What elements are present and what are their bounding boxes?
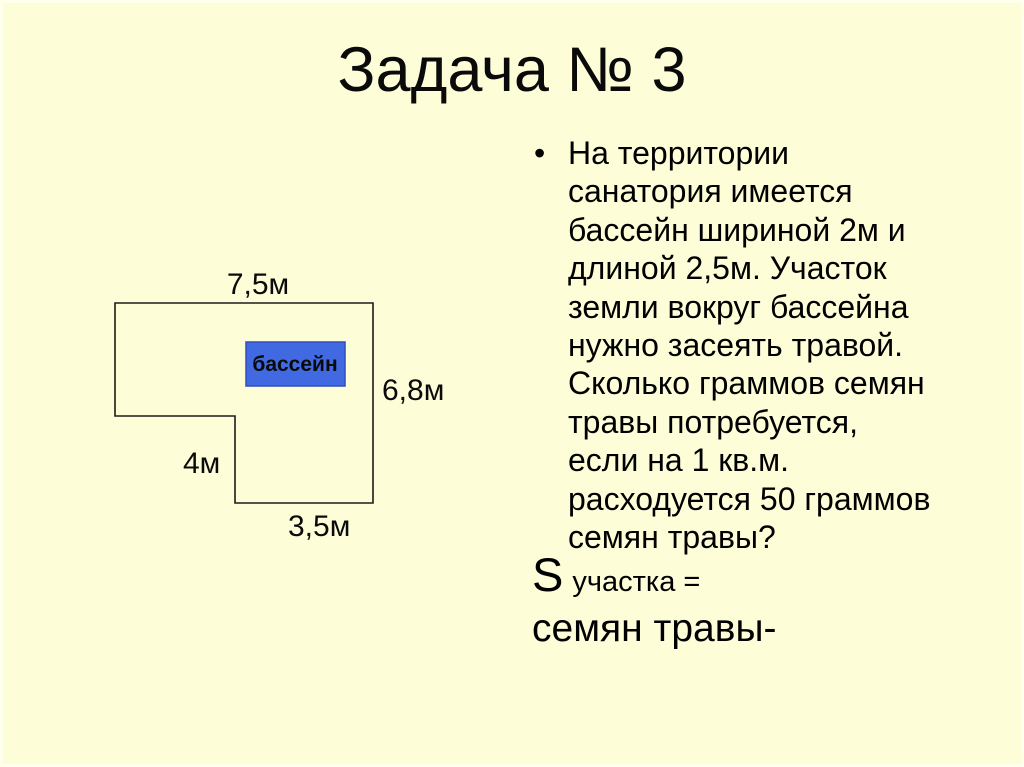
- problem-line: земли вокруг бассейна: [568, 288, 909, 325]
- problem-line: если на 1 кв.м.: [568, 442, 790, 479]
- problem-text: На территории санатория имеется бассейн …: [568, 134, 994, 556]
- area-symbol: S: [532, 548, 564, 601]
- dimension-notch-height: 4м: [183, 447, 220, 480]
- seeds-label: семян травы-: [532, 607, 777, 650]
- problem-line: расходуется 50 граммов: [568, 480, 931, 517]
- bullet-icon: •: [534, 135, 546, 171]
- plot-outline: [114, 302, 374, 504]
- page-title: Задача № 3: [337, 35, 687, 105]
- problem-line: нужно засеять травой.: [568, 327, 904, 364]
- problem-line: длиной 2,5м. Участок: [568, 250, 887, 287]
- problem-line: бассейн шириной 2м и: [568, 211, 906, 248]
- problem-statement: • На территории санатория имеется бассей…: [534, 134, 994, 556]
- problem-line: травы потребуется,: [568, 403, 858, 440]
- problem-line: Сколько граммов семян: [568, 365, 925, 402]
- dimension-right-height: 6,8м: [382, 374, 444, 407]
- problem-line: семян травы?: [568, 519, 776, 556]
- problem-line: санатория имеется: [568, 173, 853, 210]
- pool-label: бассейн: [252, 353, 337, 376]
- dimension-bottom-width: 3,5м: [288, 510, 350, 543]
- dimension-top-width: 7,5м: [227, 268, 289, 301]
- plot-diagram: бассейн 7,5м 6,8м 4м 3,5м: [114, 268, 444, 543]
- problem-line: На территории: [568, 135, 789, 171]
- area-label: участка =: [572, 566, 701, 598]
- pool-rect: [245, 341, 346, 387]
